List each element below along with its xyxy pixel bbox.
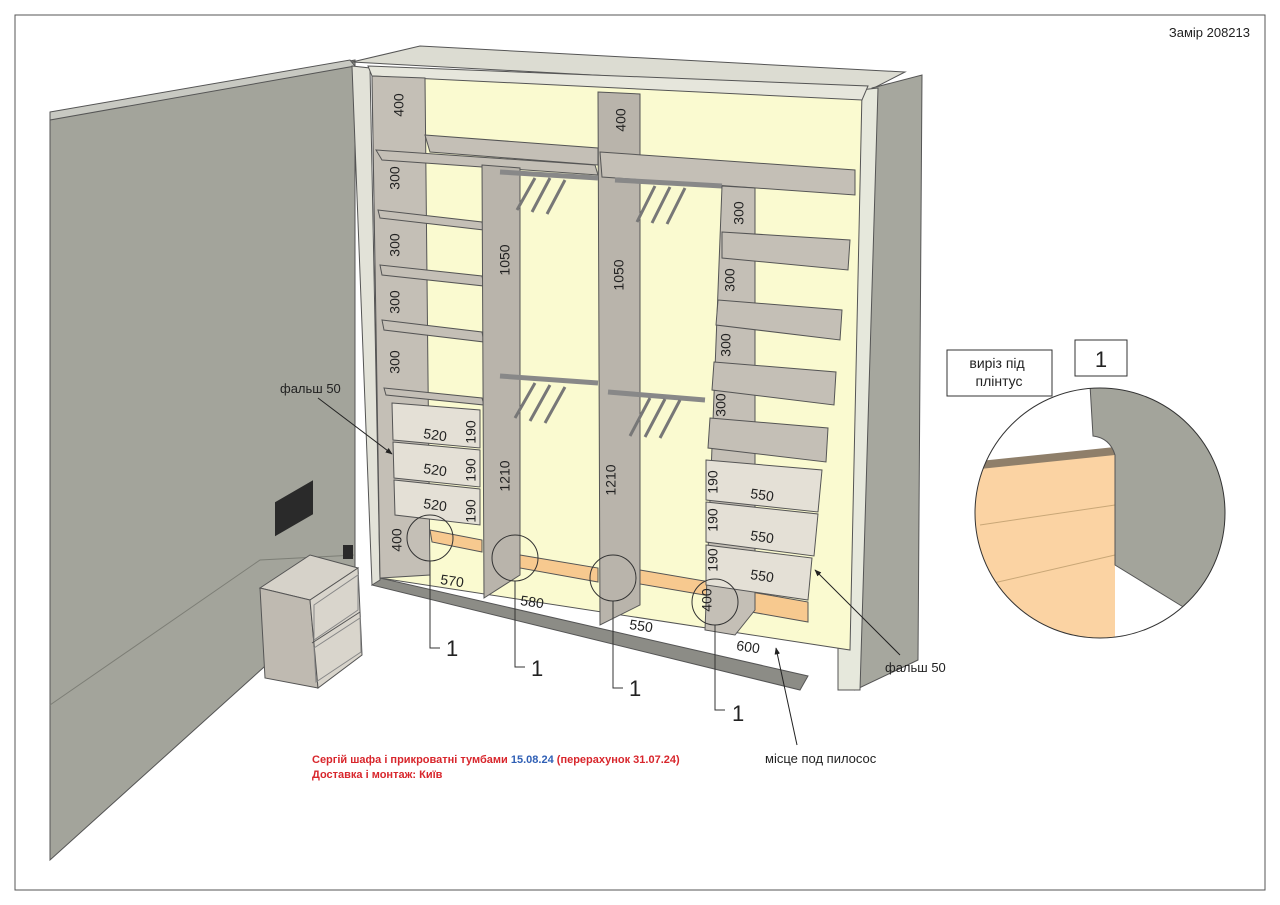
document-id: Замір 208213 <box>1169 25 1250 40</box>
drawer <box>392 441 481 488</box>
order-line-1: Сергій шафа і прикроватні тумбами 15.08.… <box>312 754 680 766</box>
right-section <box>704 185 851 636</box>
dim-right-drawer-height: 190 <box>705 548 721 572</box>
marker-label: 1 <box>629 676 641 701</box>
dim-hang-right-lower: 1210 <box>603 464 619 495</box>
dim-right-drawer-width: 550 <box>750 485 776 504</box>
wall-outlet-icon <box>343 545 353 559</box>
dim-right-shelf: 300 <box>718 333 734 357</box>
dim-left-shelf: 300 <box>387 233 403 257</box>
dim-left-drawer-width: 520 <box>423 460 449 479</box>
dim-left-shelf: 300 <box>387 350 403 374</box>
dim-hang-right-upper: 1050 <box>611 259 627 290</box>
dim-right-drawer-height: 190 <box>705 508 721 532</box>
clothes-rails <box>499 169 723 403</box>
dim-top-right: 400 <box>613 108 629 132</box>
marker-label: 1 <box>531 656 543 681</box>
detail-number: 1 <box>1095 347 1107 372</box>
dim-left-drawer-width: 520 <box>423 495 449 514</box>
drawer <box>705 459 823 513</box>
callout-arrow <box>814 569 901 656</box>
order-recalc: (перерахунок 31.07.24) <box>557 754 680 766</box>
dim-left-drawer-height: 190 <box>463 499 479 523</box>
dim-bay-width: 580 <box>520 592 546 611</box>
dim-top-left: 400 <box>391 93 407 117</box>
detail-view: виріз під плінтус 1 <box>946 339 1226 639</box>
dim-left-drawer-height: 190 <box>463 420 479 444</box>
detail-markers <box>406 514 739 711</box>
dim-right-drawer-height: 190 <box>705 470 721 494</box>
false-panel-label-right: фальш 50 <box>885 660 946 675</box>
dim-left-bottom: 400 <box>389 528 405 552</box>
marker-label: 1 <box>732 701 744 726</box>
callout-arrow <box>317 397 393 455</box>
drawer <box>705 501 819 557</box>
order-client: Сергій шафа і прикроватні тумбами <box>312 754 508 766</box>
dim-bay-width: 570 <box>440 571 466 590</box>
dim-right-shelf: 300 <box>722 268 738 292</box>
dim-hang-left-upper: 1050 <box>497 244 513 275</box>
wall-socket-icon <box>275 480 313 537</box>
dim-right-bottom: 400 <box>699 588 715 612</box>
partition-left <box>481 164 521 599</box>
dim-bay-width: 600 <box>736 637 762 656</box>
dim-right-drawer-width: 550 <box>750 527 776 546</box>
vacuum-space-label: місце под пилосос <box>765 751 877 766</box>
marker-label: 1 <box>446 636 458 661</box>
dim-bay-width: 550 <box>629 616 655 635</box>
false-panel-label-left: фальш 50 <box>280 381 341 396</box>
callout-arrow <box>774 647 798 746</box>
partition-middle <box>597 91 641 626</box>
dim-left-drawer-height: 190 <box>463 458 479 482</box>
drawer <box>391 402 481 449</box>
dim-right-shelf: 300 <box>731 201 747 225</box>
dim-left-drawer-width: 520 <box>423 425 449 444</box>
order-line-2: Доставка і монтаж: Київ <box>312 769 443 781</box>
sheet-border <box>14 14 1266 891</box>
dim-right-shelf: 300 <box>713 393 729 417</box>
dim-hang-left-lower: 1210 <box>497 460 513 491</box>
dim-left-shelf: 300 <box>387 166 403 190</box>
room-wall <box>49 59 356 862</box>
order-date: 15.08.24 <box>511 754 555 766</box>
drawer <box>705 544 813 601</box>
drawer <box>393 479 481 526</box>
bedside-cabinet <box>258 554 363 689</box>
dim-left-shelf: 300 <box>387 290 403 314</box>
hanger-icon <box>513 177 687 439</box>
dim-right-drawer-width: 550 <box>750 566 776 585</box>
detail-caption: виріз під плінтус <box>969 355 1028 389</box>
